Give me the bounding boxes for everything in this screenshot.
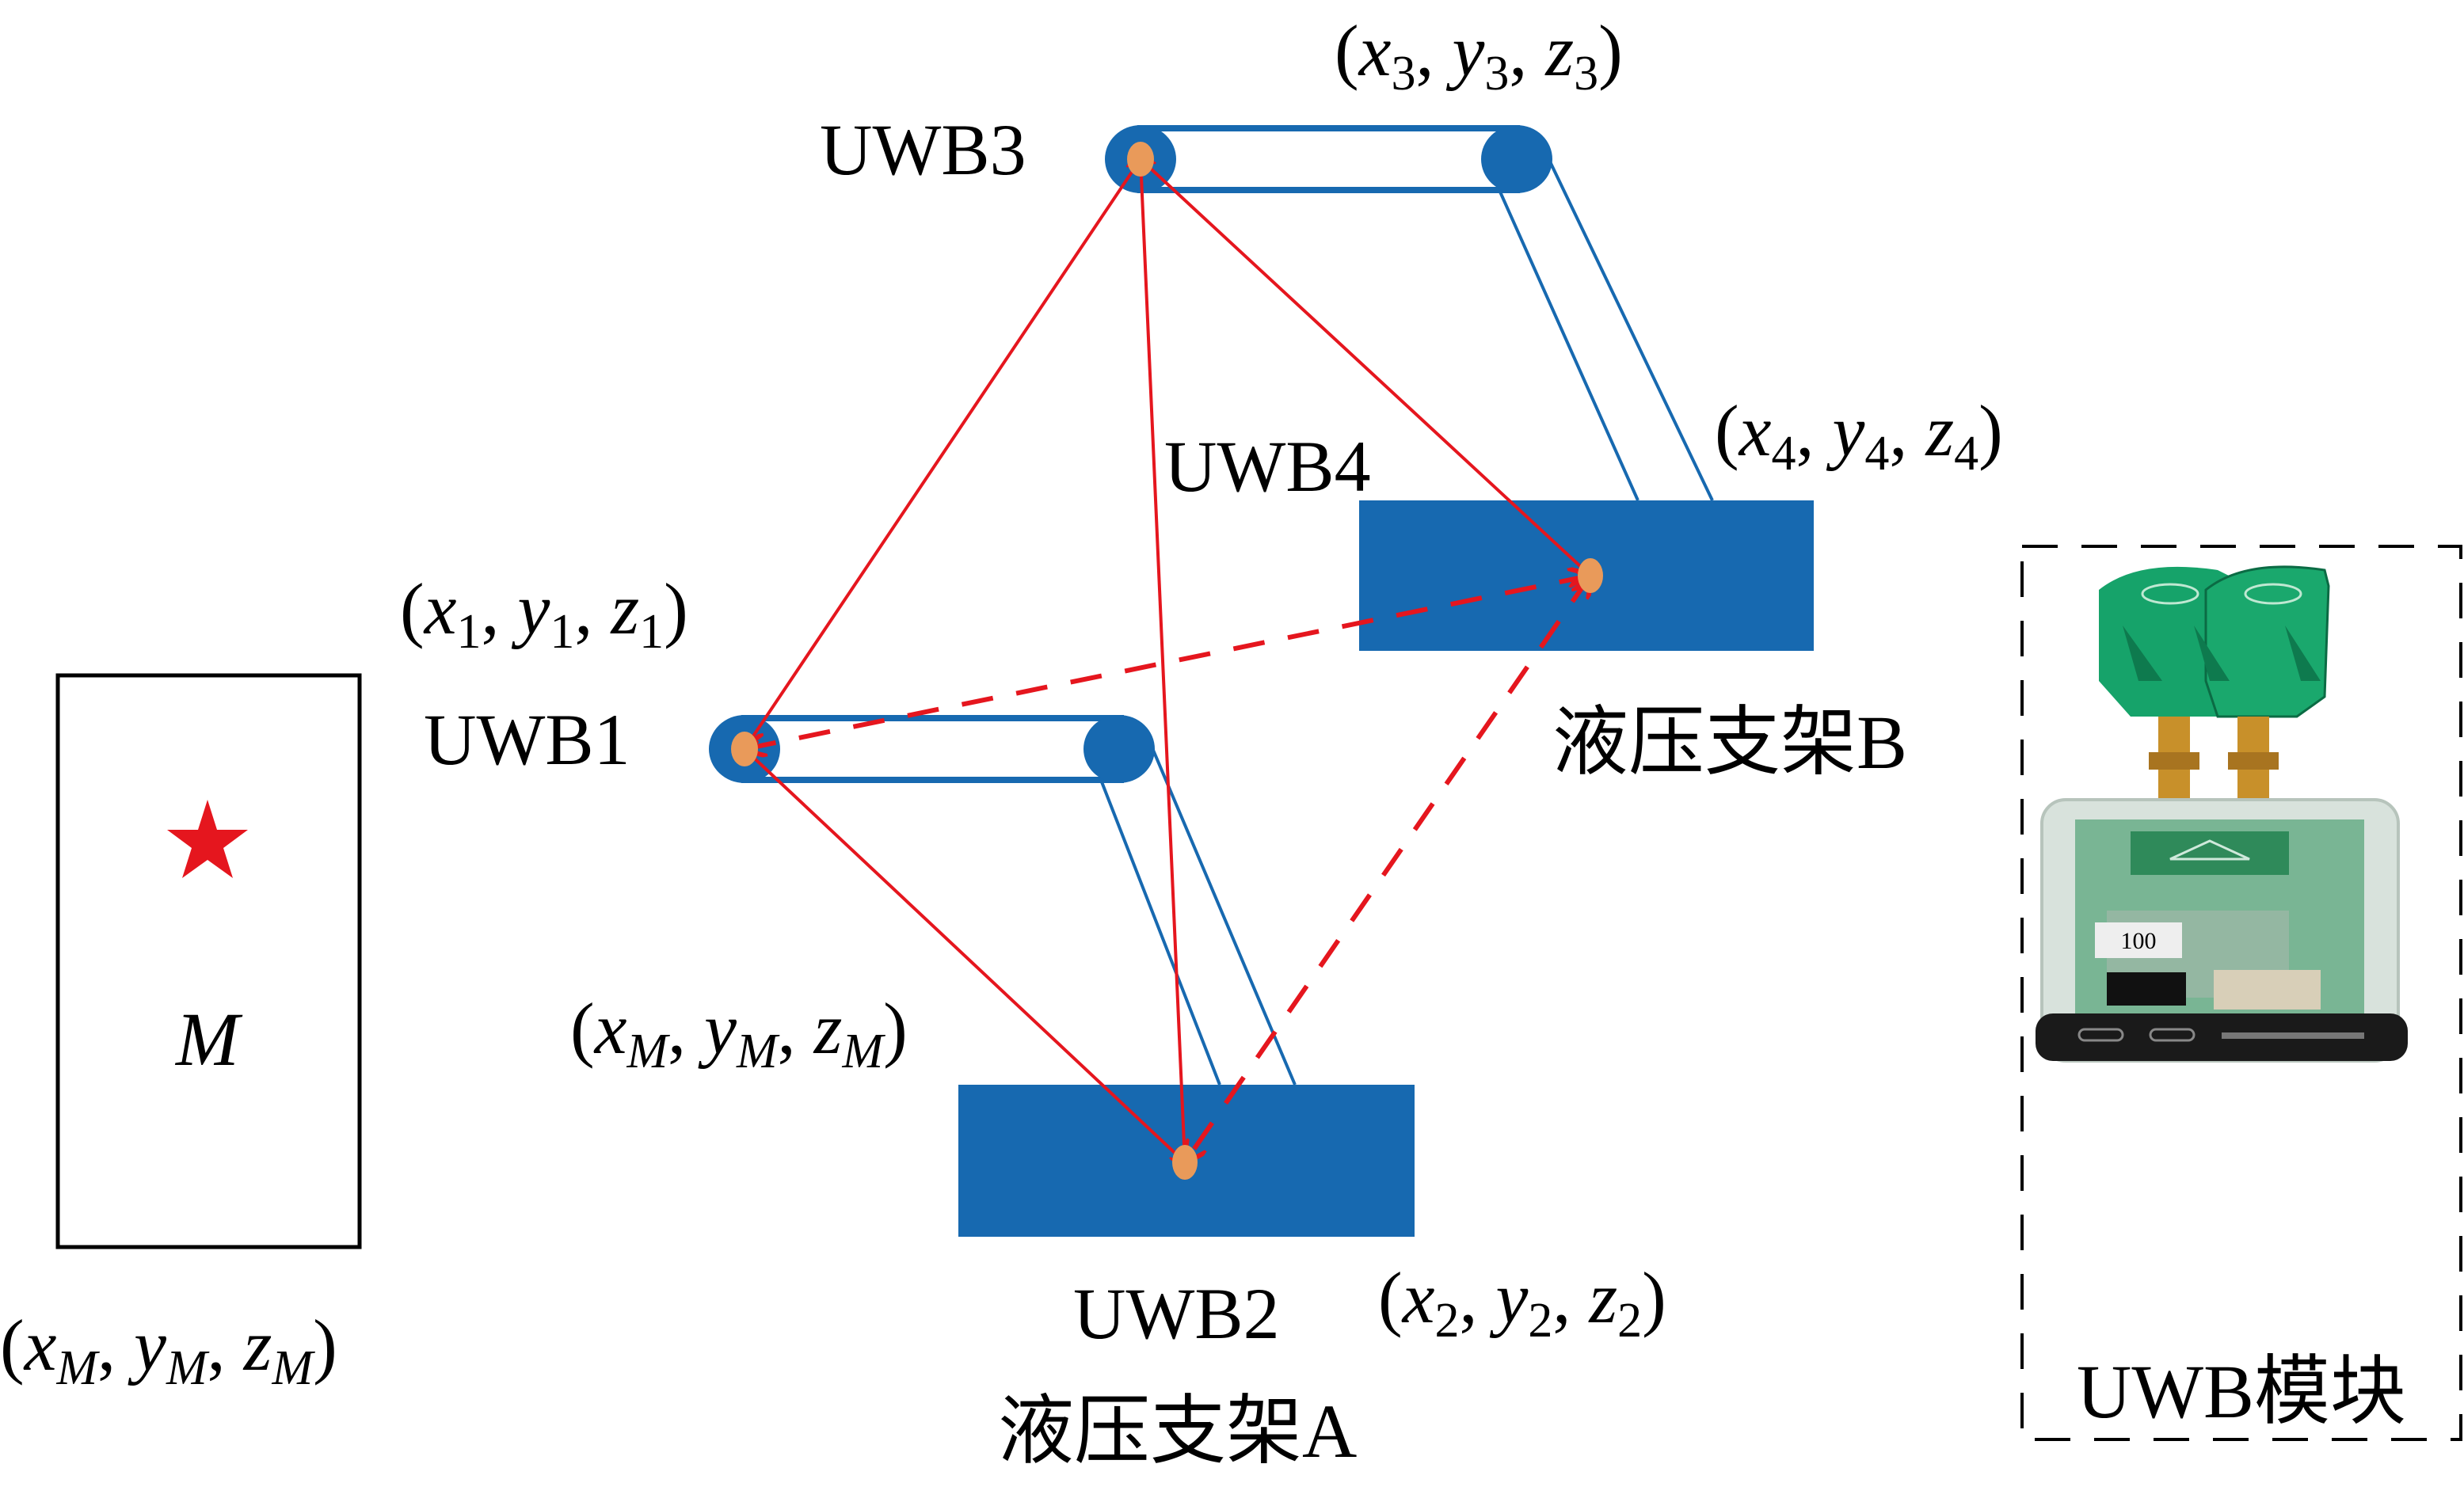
coordinate-text: (xM, yM, zM) [570,988,908,1078]
link-uwb3-uwb4 [1141,159,1590,576]
support-a-label: 液压支架A [998,1389,1357,1473]
target-coordinate-inline: (xM, yM, zM) [570,988,908,1078]
link-uwb3-uwb2 [1141,159,1185,1162]
uwb2-coordinate: (x2, y2, z2) [1378,1257,1666,1348]
coordinate-text: (x1, y1, z1) [400,568,688,659]
module-port-label: 100 [2121,928,2157,954]
support-b-beam [1137,125,1520,193]
uwb4-coordinate: (x4, y4, z4) [1715,390,2003,481]
usb-port-icon [2214,970,2321,1010]
ethernet-port-icon [2107,972,2186,1006]
target-coordinate-below: (xM, yM, zM) [0,1305,337,1395]
link-uwb1-uwb2 [745,749,1185,1162]
hydraulic-support-a [709,715,1415,1237]
link-uwb3-uwb1 [745,159,1141,749]
uwb1-node-icon [731,732,758,766]
dashed-link-uwb4-uwb2 [1185,576,1590,1162]
uwb2-label: UWB2 [1073,1273,1280,1354]
coordinate-text: (x3, y3, z3) [1335,10,1623,101]
uwb3-node-icon [1127,142,1154,177]
uwb-module-photo-icon: 100 [2036,565,2408,1063]
antenna-logo-left-icon [2141,583,2199,605]
module-frame [2020,545,2462,1441]
support-a-beam-end-cap [1083,715,1155,783]
coordinate-text: (xM, yM, zM) [0,1305,337,1395]
uwb3-label: UWB3 [820,109,1026,190]
uwb4-label: UWB4 [1164,426,1371,507]
star-icon [167,800,248,878]
support-b-label: 液压支架B [1552,700,1907,785]
coordinate-text: (x2, y2, z2) [1378,1257,1666,1348]
hydraulic-support-b [1105,125,1814,651]
support-b-leg-right [1547,158,1714,501]
support-a-beam [741,715,1124,783]
support-b-beam-end-cap [1481,125,1552,193]
uwb1-coordinate: (x1, y1, z1) [400,568,688,659]
target-area: M [55,673,362,1249]
coordinate-text: (x4, y4, z4) [1715,390,2003,481]
uwb3-coordinate: (x3, y3, z3) [1335,10,1623,101]
support-a-leg-left [1099,779,1221,1086]
uwb2-node-icon [1172,1145,1198,1180]
support-b-leg-left [1498,189,1639,501]
target-box [55,673,362,1249]
dashed-link-uwb4-uwb1 [745,576,1590,749]
antenna-right-icon [2204,565,2330,718]
antenna-logo-right-icon [2244,583,2302,605]
ranging-links [745,159,1590,1162]
uwb4-node-icon [1578,558,1603,593]
target-symbol: M [174,997,243,1082]
module-label: UWB模块 [2077,1349,2406,1434]
uwb-module-panel: 100 UWB模块 [2020,545,2462,1441]
uwb1-label: UWB1 [424,699,630,780]
ethernet-port-label-box [2095,922,2182,958]
